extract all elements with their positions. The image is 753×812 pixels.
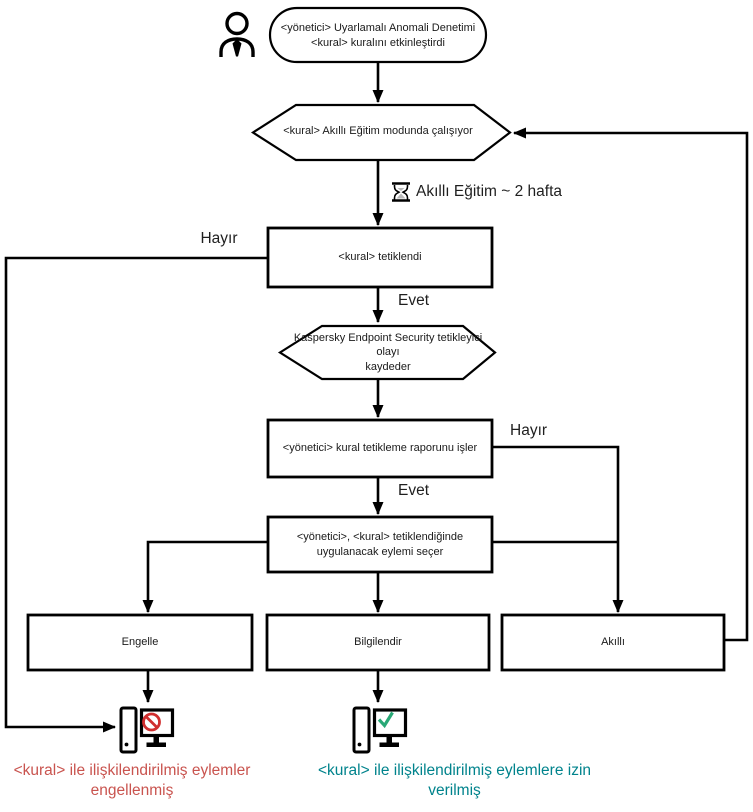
caption-actions-blocked: <kural> ile ilişkilendirilmiş eylemler e… bbox=[13, 762, 251, 800]
label-no-1: Hayır bbox=[200, 229, 238, 247]
node-log-text: Kaspersky Endpoint Security tetikleyici … bbox=[293, 331, 483, 373]
connector-no-to-smart bbox=[493, 445, 624, 613]
shape-trigger-rect bbox=[266, 226, 494, 289]
node-choose-text: <yönetici>, <kural> tetiklendiğinde uygu… bbox=[296, 530, 464, 558]
connector-no-to-blocked-pc bbox=[4, 256, 268, 733]
node-block-text: Engelle bbox=[121, 636, 159, 649]
label-no-2: Hayır bbox=[510, 421, 548, 439]
node-start-text: <yönetici> Uyarlamalı Anomali Denetimi <… bbox=[280, 22, 476, 49]
connector-choose-to-block bbox=[142, 540, 268, 613]
node-report-text: <yönetici> kural tetikleme raporunu işle… bbox=[282, 442, 478, 455]
caption-actions-allowed: <kural> ile ilişkilendirilmiş eylemlere … bbox=[317, 762, 592, 800]
hourglass-icon bbox=[392, 182, 410, 202]
node-trigger-text: <kural> tetiklendi bbox=[338, 251, 422, 264]
shape-log-hexagon bbox=[277, 324, 497, 381]
computer-allowed-icon bbox=[352, 706, 408, 754]
connector-smart-loop-to-training bbox=[513, 127, 749, 642]
prohibition-icon bbox=[142, 712, 161, 732]
shape-choose-rect bbox=[266, 515, 494, 574]
label-training-duration: Akıllı Eğitim ~ 2 hafta bbox=[416, 182, 563, 200]
label-yes-1: Evet bbox=[398, 291, 430, 309]
computer-blocked-icon bbox=[119, 706, 175, 754]
checkmark-icon bbox=[377, 711, 394, 729]
shape-training-hexagon bbox=[250, 103, 512, 162]
shape-start-stadium bbox=[268, 6, 488, 64]
node-smart-text: Akıllı bbox=[601, 636, 625, 649]
node-inform-text: Bilgilendir bbox=[354, 636, 402, 649]
shape-inform-rect bbox=[265, 613, 491, 672]
node-training-text: <kural> Akıllı Eğitim modunda çalışıyor bbox=[283, 124, 473, 137]
label-yes-2: Evet bbox=[398, 481, 430, 499]
shape-smart-rect bbox=[500, 613, 726, 672]
shape-report-rect bbox=[266, 418, 494, 479]
person-icon bbox=[219, 11, 255, 57]
shape-block-rect bbox=[26, 613, 254, 672]
